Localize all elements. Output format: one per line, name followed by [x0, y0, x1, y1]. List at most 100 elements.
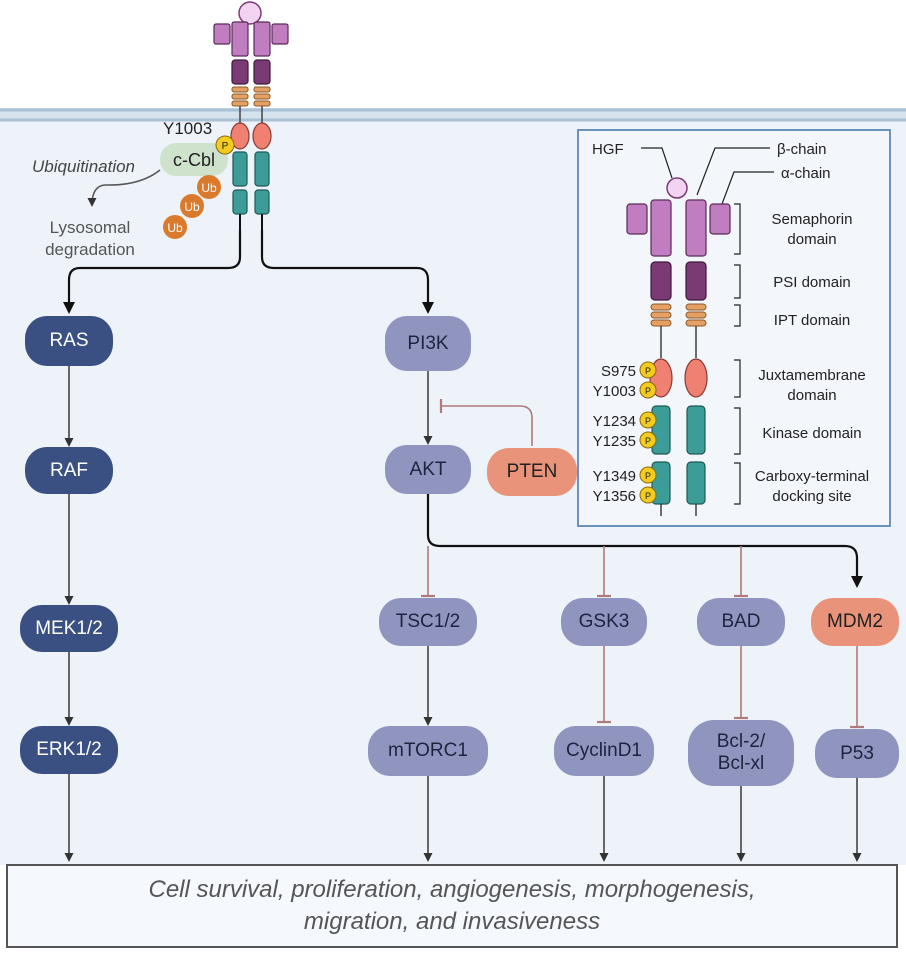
inset-y1356-label: Y1356 [593, 488, 636, 505]
sema-right-icon [253, 21, 271, 57]
phospho-p-text: P [645, 491, 651, 501]
lysosomal-line2: degradation [45, 240, 135, 259]
bad-node: BAD [697, 598, 785, 646]
inset-kinase-left-icon [651, 405, 671, 455]
bracket-kinase [734, 407, 741, 455]
mtorc-node: mTORC1 [368, 726, 488, 776]
inset-s975-label: S975 [601, 363, 636, 380]
ubiquitin-text: Ub [201, 181, 217, 195]
psi-right-icon [253, 59, 271, 85]
inset-psi-label: PSI domain [773, 274, 851, 291]
p53-node: P53 [815, 729, 899, 778]
ipt-left-icon [231, 86, 249, 107]
juxtamembrane-right-icon [252, 122, 272, 150]
mdm2-node: MDM2 [811, 598, 899, 646]
phospho-p-text: P [645, 436, 651, 446]
inset-kinase-right-icon [686, 405, 706, 455]
bracket-ipt [734, 304, 741, 327]
alpha-chain-left-icon [213, 23, 231, 45]
receptor-y1003-label: Y1003 [163, 119, 212, 138]
inset-alpha-left-icon [626, 203, 648, 235]
phospho-y1234-icon [639, 411, 657, 429]
ubiquitin-chain: Ub Ub Ub [163, 175, 221, 239]
inset-y1349-label: Y1349 [593, 468, 636, 485]
inset-jm-right-icon [684, 358, 708, 398]
ubiquitin-text: Ub [184, 200, 200, 214]
ubiquitin-icon [163, 215, 187, 239]
inset-sema-right-icon [685, 199, 707, 257]
phospho-y1356-icon [639, 486, 657, 504]
ipt-right-icon [253, 86, 271, 107]
inset-y1235-label: Y1235 [593, 433, 636, 450]
inset-sema-left-icon [650, 199, 672, 257]
ccbl-box [160, 143, 228, 176]
ccbl-label: c-Cbl [173, 150, 215, 170]
inset-hgf-label: HGF [592, 141, 624, 158]
juxtamembrane-left-icon [230, 122, 250, 150]
phospho-p-text: P [645, 366, 651, 376]
inset-frame [577, 129, 891, 527]
pten-node: PTEN [487, 448, 577, 496]
erk-node: ERK1/2 [20, 726, 118, 774]
outcome-box: Cell survival, proliferation, angiogenes… [6, 864, 898, 948]
inset-beta-leader [696, 147, 770, 196]
raf-node: RAF [25, 447, 113, 494]
inset-y1003-label: Y1003 [593, 383, 636, 400]
inset-jm-line1: Juxtamembrane [758, 367, 866, 384]
phospho-p-text: P [645, 416, 651, 426]
inset-y1234-label: Y1234 [593, 413, 636, 430]
inset-alpha-right-icon [709, 203, 731, 235]
bracket-jm [734, 359, 741, 398]
tsc-node: TSC1/2 [379, 598, 477, 646]
docking-right-icon [254, 189, 270, 215]
inset-psi-right-icon [685, 261, 707, 301]
phospho-y1235-icon [639, 431, 657, 449]
inset-sema-line2: domain [787, 231, 836, 248]
hgf-ligand-icon [238, 1, 262, 25]
ubiquitin-icon [197, 175, 221, 199]
lysosomal-line1: Lysosomal [50, 218, 131, 237]
mek-node: MEK1/2 [20, 605, 118, 652]
inset-alpha-label: α-chain [781, 165, 831, 182]
inset-ipt-left-icon [650, 303, 672, 327]
bcl-node: Bcl-2/ Bcl-xl [688, 720, 794, 786]
phospho-p-text: P [222, 141, 229, 152]
psi-left-icon [231, 59, 249, 85]
cyclin-node: CyclinD1 [554, 726, 654, 776]
bcl-line2: Bcl-xl [717, 753, 765, 774]
kinase-right-icon [254, 151, 270, 187]
kinase-left-icon [232, 151, 248, 187]
outcome-line2: migration, and invasiveness [303, 908, 601, 935]
receptor-to-ras-arrow [63, 230, 242, 314]
inset-hgf-icon [666, 177, 688, 199]
phospho-p-text: P [645, 386, 651, 396]
bracket-psi [734, 264, 741, 299]
inset-phospho-sites: P P P P P P [639, 361, 657, 504]
lysosomal-arrow [87, 169, 161, 207]
inset-psi-left-icon [650, 261, 672, 301]
docking-left-icon [232, 189, 248, 215]
phospho-s975-icon [639, 361, 657, 379]
bracket-sema [734, 203, 741, 255]
phospho-y1003-icon [639, 381, 657, 399]
inset-hgf-leader [641, 147, 673, 179]
gsk3-node: GSK3 [561, 598, 647, 646]
inset-alpha-leader [721, 171, 774, 205]
ubiquitination-label: Ubiquitination [32, 157, 135, 176]
inset-cterm-line2: docking site [772, 488, 851, 505]
inset-cterm-line1: Carboxy-terminal [755, 468, 869, 485]
inset-docking-right-icon [686, 461, 706, 505]
ubiquitin-icon [180, 194, 204, 218]
ras-node: RAS [25, 316, 113, 366]
bcl-line1: Bcl-2/ [716, 731, 766, 753]
met-receptor [213, 1, 289, 230]
bracket-cterm [734, 462, 741, 505]
sema-left-icon [231, 21, 249, 57]
ubiquitin-text: Ub [167, 221, 183, 235]
akt-node: AKT [385, 445, 471, 494]
inset-sema-line1: Semaphorin [772, 211, 853, 228]
phospho-p-text: P [645, 471, 651, 481]
pten-inhibition [441, 405, 533, 446]
outcome-line1: Cell survival, proliferation, angiogenes… [148, 875, 756, 903]
